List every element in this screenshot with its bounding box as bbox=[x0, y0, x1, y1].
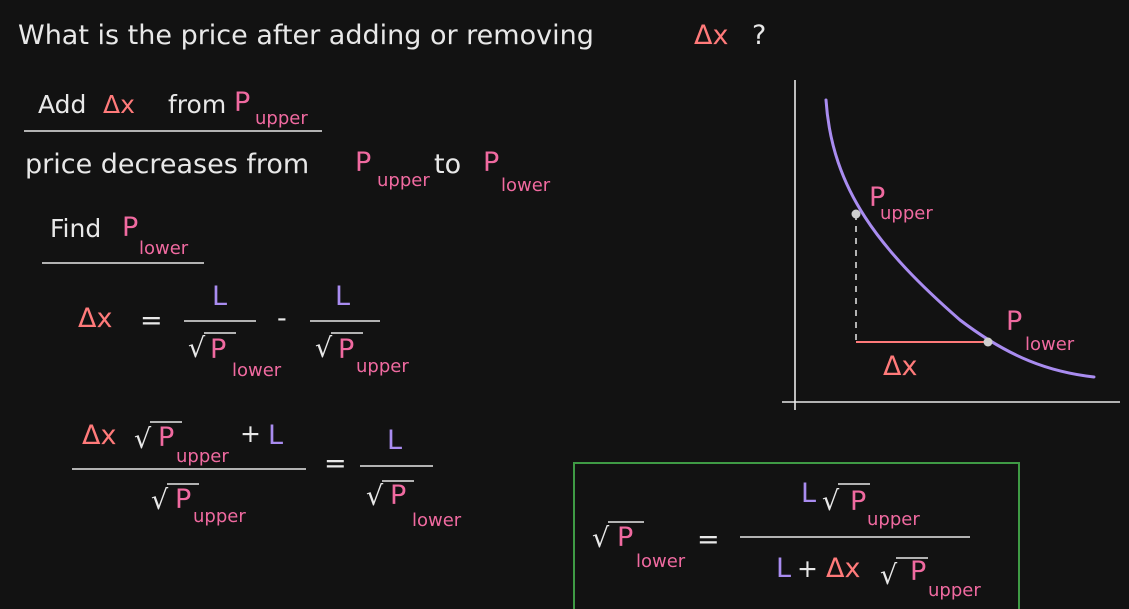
graph-p-upper: P bbox=[869, 182, 885, 213]
equation-delta-x-definition: Δx = L √ P lower - L √ P upper bbox=[78, 281, 409, 381]
step1-from-label: from bbox=[168, 90, 226, 119]
graph-upper-subscript: upper bbox=[880, 203, 933, 224]
eq2-sqrt-top: √ bbox=[134, 424, 152, 455]
eq2-sqrt-bottom: √ bbox=[151, 485, 169, 516]
graph-price-curve bbox=[824, 98, 1096, 379]
step1-add-label: Add bbox=[38, 90, 86, 119]
result-p-numerator: P bbox=[850, 486, 866, 517]
eq2-equals: = bbox=[324, 448, 347, 479]
result-border bbox=[573, 462, 1020, 609]
eq2-l-right: L bbox=[387, 425, 402, 456]
eq2-delta-x: Δx bbox=[82, 420, 116, 451]
step2-to-label: to bbox=[434, 149, 461, 180]
graph-point-lower bbox=[983, 337, 993, 347]
result-box: √ P lower = L √ P upper L + Δx √ P upper bbox=[573, 462, 1020, 609]
title-delta-x: Δx bbox=[694, 20, 728, 51]
eq2-p-right: P bbox=[390, 480, 406, 511]
result-equals: = bbox=[697, 524, 720, 555]
step1-delta-x: Δx bbox=[103, 90, 135, 119]
result-p-denominator: P bbox=[910, 556, 926, 587]
step2-p-upper: P bbox=[355, 147, 371, 178]
eq2-sqrt-right: √ bbox=[366, 481, 384, 512]
equation-rearranged: Δx √ P upper + L √ P upper = L √ P lower bbox=[72, 419, 462, 531]
result-l-numerator: L bbox=[801, 478, 816, 509]
eq1-sqrt-1: √ bbox=[188, 333, 206, 364]
step2-text: price decreases from bbox=[25, 149, 309, 180]
eq2-p-bottom: P bbox=[175, 484, 191, 515]
price-curve-graph: P upper P lower Δx bbox=[782, 80, 1120, 410]
graph-lower-subscript: lower bbox=[1025, 334, 1075, 355]
eq2-p-top: P bbox=[158, 422, 174, 453]
result-lower-subscript: lower bbox=[636, 551, 686, 572]
eq2-upper-subscript-bottom: upper bbox=[193, 506, 246, 527]
eq2-l-numerator: L bbox=[268, 420, 283, 451]
result-delta-x: Δx bbox=[826, 553, 860, 584]
result-sqrt-denominator: √ bbox=[880, 560, 898, 591]
eq1-upper-subscript: upper bbox=[356, 356, 409, 377]
title-text: What is the price after adding or removi… bbox=[18, 20, 594, 51]
eq1-p-1: P bbox=[210, 334, 226, 365]
eq2-lower-subscript: lower bbox=[412, 510, 462, 531]
step-add-delta-x: Add Δx from P upper bbox=[24, 87, 322, 132]
eq2-upper-subscript-top: upper bbox=[176, 446, 229, 467]
graph-p-lower: P bbox=[1006, 306, 1022, 337]
result-upper-subscript-denominator: upper bbox=[928, 580, 981, 601]
title-question: What is the price after adding or removi… bbox=[18, 20, 766, 51]
step2-p-lower: P bbox=[483, 147, 499, 178]
result-plus: + bbox=[797, 554, 818, 583]
step3-lower-subscript: lower bbox=[139, 238, 189, 259]
step2-lower-subscript: lower bbox=[501, 175, 551, 196]
eq1-l-numerator-1: L bbox=[212, 281, 227, 312]
step-find-p-lower: Find P lower bbox=[42, 212, 204, 264]
eq1-delta-x: Δx bbox=[78, 303, 112, 334]
graph-point-upper bbox=[851, 209, 861, 219]
step1-p: P bbox=[234, 87, 250, 118]
result-l-denominator: L bbox=[776, 553, 791, 584]
eq1-l-numerator-2: L bbox=[335, 281, 350, 312]
step3-p: P bbox=[122, 212, 138, 243]
eq1-p-2: P bbox=[338, 334, 354, 365]
graph-delta-x-label: Δx bbox=[883, 351, 917, 382]
eq1-equals: = bbox=[140, 305, 163, 336]
step1-upper-subscript: upper bbox=[255, 108, 308, 129]
eq1-sqrt-2: √ bbox=[315, 333, 333, 364]
eq1-lower-subscript: lower bbox=[232, 360, 282, 381]
result-p-left: P bbox=[617, 522, 633, 553]
eq2-plus: + bbox=[240, 419, 261, 448]
eq1-minus: - bbox=[277, 303, 287, 334]
title-question-mark: ? bbox=[752, 20, 766, 51]
result-upper-subscript-numerator: upper bbox=[867, 509, 920, 530]
step-price-decreases: price decreases from P upper to P lower bbox=[25, 147, 551, 196]
step2-upper-subscript: upper bbox=[377, 170, 430, 191]
result-sqrt-numerator: √ bbox=[822, 486, 840, 517]
result-sqrt-left: √ bbox=[592, 523, 610, 554]
step3-find-label: Find bbox=[50, 214, 101, 243]
